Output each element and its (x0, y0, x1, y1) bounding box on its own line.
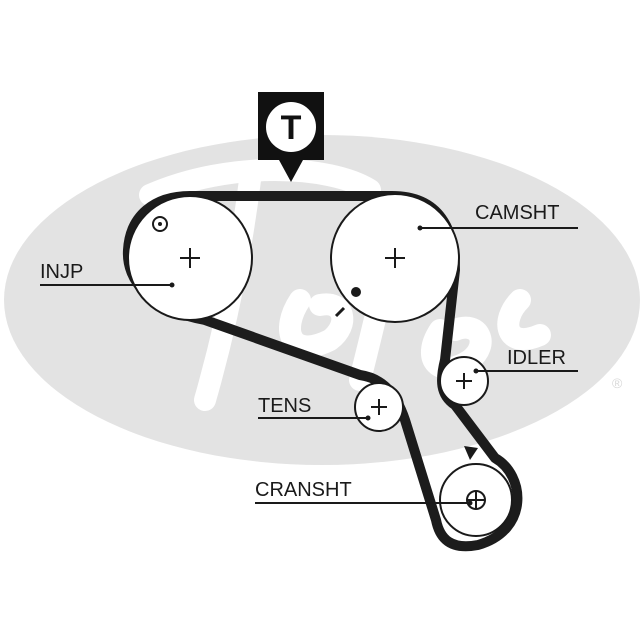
label-cransht: CRANSHT (255, 479, 473, 506)
timing-mark-circle-icon (152, 216, 168, 232)
label-injp: INJP (40, 261, 175, 288)
timing-mark-dot-icon (334, 287, 361, 318)
pulley-cransht (439, 446, 513, 537)
svg-text:IDLER: IDLER (507, 347, 566, 369)
svg-text:INJP: INJP (40, 261, 83, 283)
label-camsht: CAMSHT (417, 202, 578, 231)
label-idler: IDLER (473, 347, 578, 374)
pulley-camsht (330, 193, 460, 323)
pulley-idler (439, 356, 489, 406)
svg-text:CRANSHT: CRANSHT (255, 479, 352, 501)
svg-text:TENS: TENS (258, 395, 311, 417)
tension-marker: T (258, 92, 324, 182)
pulley-injp (127, 195, 253, 321)
background-logo: ® (4, 135, 640, 465)
timing-arrow-icon (464, 446, 478, 460)
svg-text:CAMSHT: CAMSHT (475, 202, 559, 224)
registered-mark: ® (612, 375, 623, 391)
tension-marker-letter: T (281, 109, 302, 147)
label-tens: TENS (258, 395, 371, 421)
pulley-tens (354, 382, 404, 432)
